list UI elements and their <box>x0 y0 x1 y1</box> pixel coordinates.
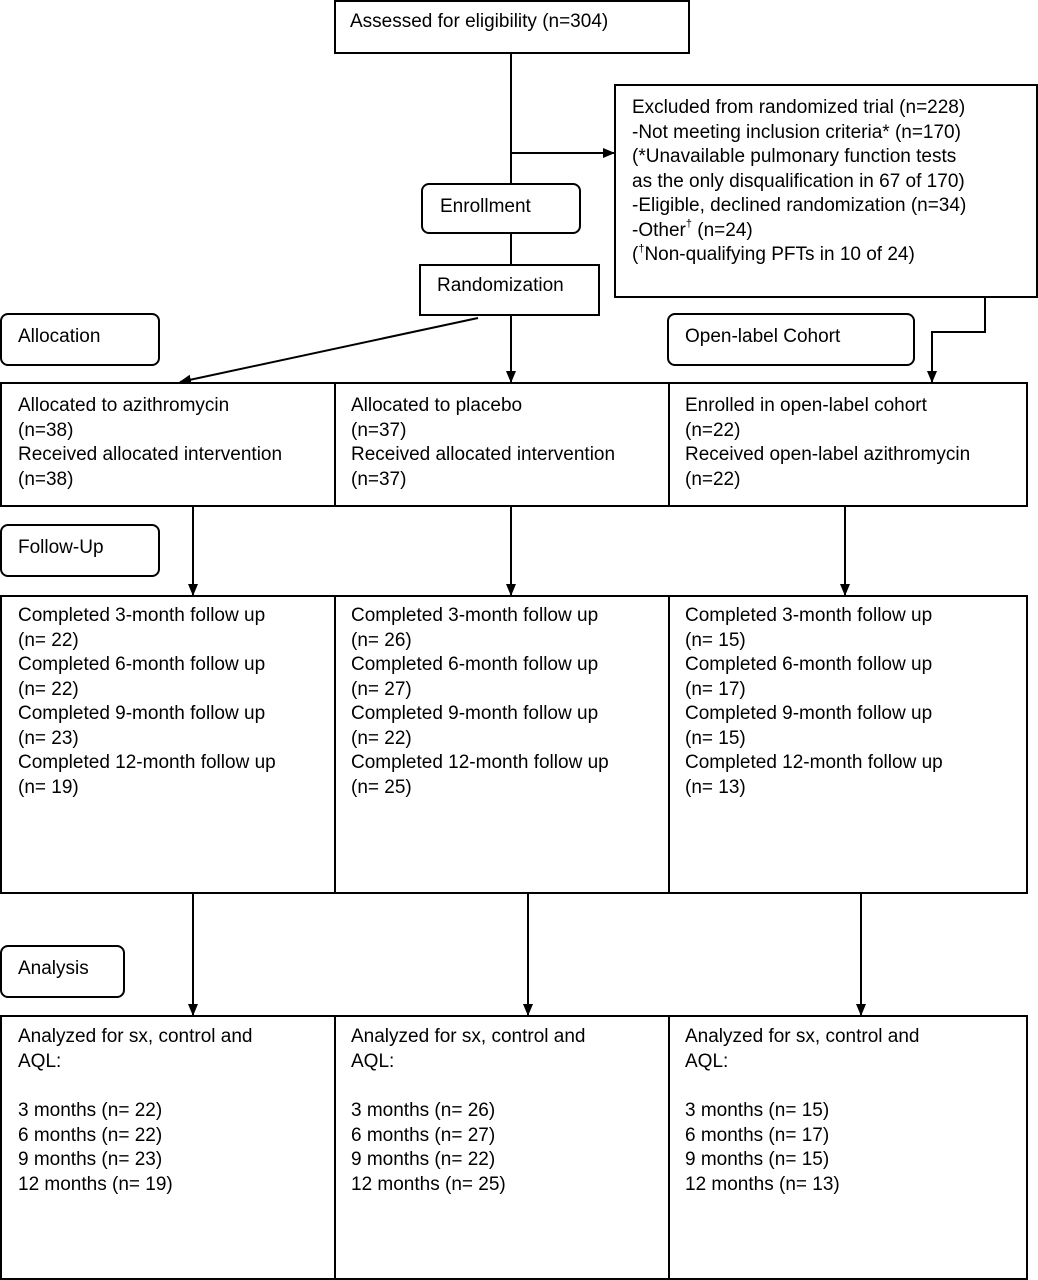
allocation-line: Enrolled in open-label cohort <box>685 395 927 416</box>
excluded-line-6: -Other† (n=24) <box>632 219 753 244</box>
follow-up-line: Completed 3-month follow up <box>18 605 266 626</box>
follow-up-stage-box: Follow-Up <box>0 524 160 577</box>
allocation-line: (n=38) <box>18 419 74 441</box>
open-label-cohort-box: Open-label Cohort <box>667 313 915 366</box>
analysis-row: 12 months (n= 25) <box>351 1173 506 1195</box>
excluded-line-1: Excluded from randomized trial (n=228) <box>632 97 966 118</box>
allocation-azithromycin-box: Allocated to azithromycin (n=38) Receive… <box>0 382 336 507</box>
follow-up-line: Completed 6-month follow up <box>18 654 266 675</box>
allocation-placebo-box: Allocated to placebo (n=37) Received all… <box>334 382 670 507</box>
follow-up-line: Completed 6-month follow up <box>685 654 933 675</box>
follow-up-line: Completed 6-month follow up <box>351 654 599 675</box>
analysis-row: 6 months (n= 17) <box>685 1124 830 1146</box>
allocation-line: (n=22) <box>685 468 741 490</box>
follow-up-line: Completed 3-month follow up <box>351 605 599 626</box>
excluded-line-4: as the only disqualification in 67 of 17… <box>632 170 965 192</box>
analysis-row: 9 months (n= 23) <box>18 1149 163 1170</box>
allocation-line: Allocated to placebo <box>351 395 523 416</box>
follow-up-placebo-box: Completed 3-month follow up (n= 26) Comp… <box>334 595 670 894</box>
follow-up-open-label-box: Completed 3-month follow up (n= 15) Comp… <box>668 595 1028 894</box>
allocation-line: Received allocated intervention <box>18 444 283 465</box>
excluded-box: Excluded from randomized trial (n=228) -… <box>614 84 1038 298</box>
follow-up-line: (n= 22) <box>18 629 79 651</box>
follow-up-line: Completed 12-month follow up <box>685 752 943 773</box>
follow-up-line: (n= 22) <box>351 727 412 749</box>
follow-up-line: (n= 25) <box>351 776 412 798</box>
allocation-stage-box: Allocation <box>0 313 160 366</box>
analysis-header: AQL: <box>18 1050 62 1072</box>
analysis-stage-box: Analysis <box>0 945 125 998</box>
analysis-row: 6 months (n= 27) <box>351 1124 496 1146</box>
analysis-header: AQL: <box>351 1050 395 1072</box>
follow-up-line: (n= 15) <box>685 629 746 651</box>
follow-up-line: (n= 23) <box>18 727 79 749</box>
analysis-row: 3 months (n= 26) <box>351 1100 496 1121</box>
follow-up-line: (n= 26) <box>351 629 412 651</box>
analysis-row: 9 months (n= 15) <box>685 1149 830 1170</box>
analysis-open-label-box: Analyzed for sx, control and AQL: 3 mont… <box>668 1015 1028 1280</box>
follow-up-line: Completed 9-month follow up <box>685 703 933 724</box>
excluded-line-3: (*Unavailable pulmonary function tests <box>632 146 957 167</box>
allocation-line: Allocated to azithromycin <box>18 395 230 416</box>
excluded-line-6b: (n=24) <box>691 219 753 241</box>
analysis-stage-label: Analysis <box>18 958 89 979</box>
analysis-header: Analyzed for sx, control and <box>18 1026 253 1047</box>
allocation-line: (n=38) <box>18 468 74 490</box>
connector-randomization-azithromycin <box>179 317 479 385</box>
analysis-header: Analyzed for sx, control and <box>685 1026 920 1047</box>
assessed-text: Assessed for eligibility (n=304) <box>350 11 609 32</box>
assessed-box: Assessed for eligibility (n=304) <box>334 0 690 54</box>
dagger-mark: † <box>638 242 645 255</box>
analysis-row: 9 months (n= 22) <box>351 1149 496 1170</box>
follow-up-line: Completed 9-month follow up <box>18 703 266 724</box>
analysis-row: 3 months (n= 22) <box>18 1100 163 1121</box>
randomization-label: Randomization <box>437 275 564 296</box>
follow-up-line: Completed 9-month follow up <box>351 703 599 724</box>
analysis-row: 3 months (n= 15) <box>685 1100 830 1121</box>
follow-up-line: Completed 12-month follow up <box>351 752 609 773</box>
excluded-line-6a: -Other <box>632 219 686 241</box>
analysis-row: 12 months (n= 13) <box>685 1173 840 1195</box>
follow-up-line: (n= 15) <box>685 727 746 749</box>
enrollment-box: Enrollment <box>421 183 581 234</box>
excluded-line-5: -Eligible, declined randomization (n=34) <box>632 195 967 216</box>
allocation-stage-label: Allocation <box>18 326 101 347</box>
excluded-line-7: (†Non-qualifying PFTs in 10 of 24) <box>632 243 915 268</box>
follow-up-line: (n= 22) <box>18 678 79 700</box>
follow-up-line: (n= 13) <box>685 776 746 798</box>
follow-up-line: (n= 27) <box>351 678 412 700</box>
allocation-line: Received open-label azithromycin <box>685 444 971 465</box>
excluded-line-7b: Non-qualifying PFTs in 10 of 24) <box>644 244 915 265</box>
follow-up-stage-label: Follow-Up <box>18 537 104 558</box>
excluded-line-2: -Not meeting inclusion criteria* (n=170) <box>632 121 961 143</box>
follow-up-line: (n= 17) <box>685 678 746 700</box>
analysis-row: 6 months (n= 22) <box>18 1124 163 1146</box>
follow-up-line: Completed 3-month follow up <box>685 605 933 626</box>
follow-up-azithromycin-box: Completed 3-month follow up (n= 22) Comp… <box>0 595 336 894</box>
randomization-box: Randomization <box>419 264 600 316</box>
allocation-line: (n=37) <box>351 468 407 490</box>
excluded-line-7a: ( <box>632 244 639 265</box>
allocation-line: (n=22) <box>685 419 741 441</box>
open-label-cohort-label: Open-label Cohort <box>685 326 841 347</box>
follow-up-line: (n= 19) <box>18 776 79 798</box>
allocation-line: (n=37) <box>351 419 407 441</box>
analysis-placebo-box: Analyzed for sx, control and AQL: 3 mont… <box>334 1015 670 1280</box>
enrollment-label: Enrollment <box>440 196 531 217</box>
analysis-header: AQL: <box>685 1050 729 1072</box>
allocation-open-label-box: Enrolled in open-label cohort (n=22) Rec… <box>668 382 1028 507</box>
allocation-line: Received allocated intervention <box>351 444 616 465</box>
analysis-azithromycin-box: Analyzed for sx, control and AQL: 3 mont… <box>0 1015 336 1280</box>
analysis-header: Analyzed for sx, control and <box>351 1026 586 1047</box>
follow-up-line: Completed 12-month follow up <box>18 752 276 773</box>
dagger-mark: † <box>685 218 692 231</box>
analysis-row: 12 months (n= 19) <box>18 1173 173 1195</box>
